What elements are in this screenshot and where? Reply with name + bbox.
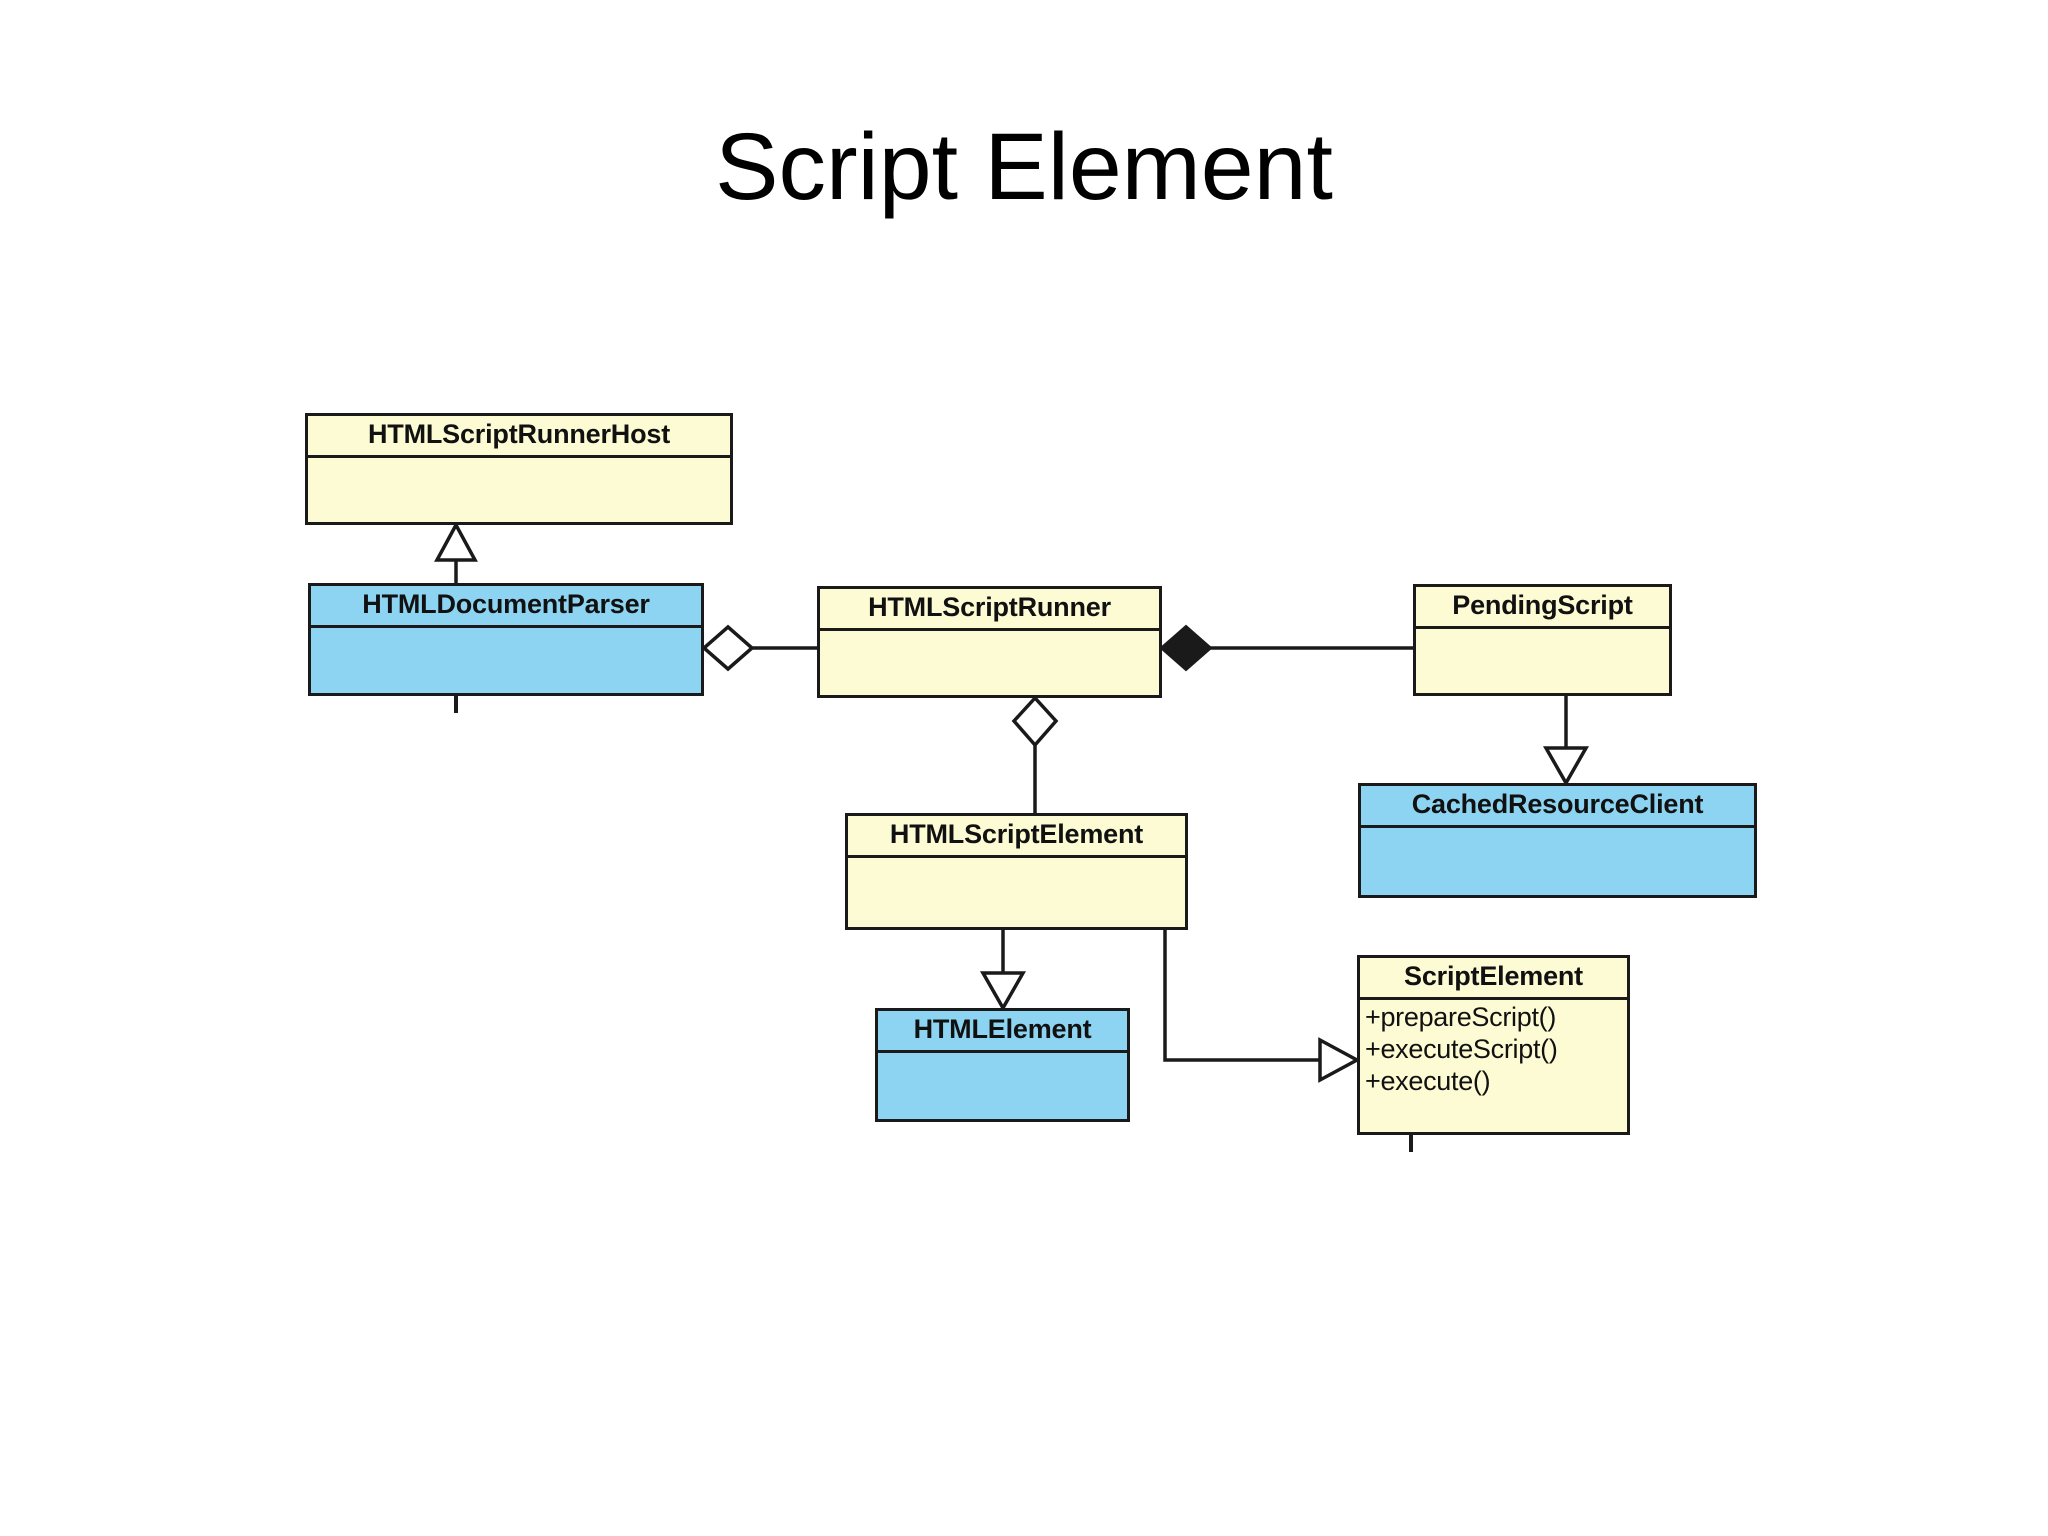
class-members-html-document-parser xyxy=(311,628,701,693)
edge-parser-aggregates-runner xyxy=(701,624,818,672)
class-box-script-element[interactable]: ScriptElement +prepareScript() +executeS… xyxy=(1357,955,1630,1135)
class-name-pending-script: PendingScript xyxy=(1416,587,1669,629)
class-box-html-element[interactable]: HTMLElement xyxy=(875,1008,1130,1122)
class-members-html-script-runner xyxy=(820,631,1159,695)
class-box-html-script-runner-host[interactable]: HTMLScriptRunnerHost xyxy=(305,413,733,525)
class-name-html-script-runner-host: HTMLScriptRunnerHost xyxy=(308,416,730,458)
class-box-html-document-parser[interactable]: HTMLDocumentParser xyxy=(308,583,704,696)
edge-parser-inherits-runnerhost xyxy=(434,521,478,583)
edge-runner-aggregates-scriptelement xyxy=(1011,695,1059,813)
class-members-html-script-element xyxy=(848,858,1185,927)
class-box-html-script-element[interactable]: HTMLScriptElement xyxy=(845,813,1188,930)
class-name-html-script-runner: HTMLScriptRunner xyxy=(820,589,1159,631)
class-box-cached-resource-client[interactable]: CachedResourceClient xyxy=(1358,783,1757,898)
class-member-execute-script: +executeScript() xyxy=(1365,1033,1558,1064)
class-members-script-element: +prepareScript() +executeScript() +execu… xyxy=(1360,1000,1627,1132)
class-box-pending-script[interactable]: PendingScript xyxy=(1413,584,1672,696)
class-member-execute: +execute() xyxy=(1365,1065,1491,1096)
edge-runner-composes-pendingscript xyxy=(1159,624,1413,672)
class-members-html-script-runner-host xyxy=(308,458,730,522)
edge-htmlscriptelement-implements-scriptelement xyxy=(1163,930,1361,1083)
class-name-script-element: ScriptElement xyxy=(1360,958,1627,1000)
class-members-cached-resource-client xyxy=(1361,828,1754,895)
class-box-html-script-runner[interactable]: HTMLScriptRunner xyxy=(817,586,1162,698)
edge-htmlscriptelement-inherits-htmlelement xyxy=(979,930,1027,1012)
class-name-cached-resource-client: CachedResourceClient xyxy=(1361,786,1754,828)
class-members-html-element xyxy=(878,1053,1127,1119)
class-member-prepare-script: +prepareScript() xyxy=(1365,1002,1557,1032)
class-name-html-element: HTMLElement xyxy=(878,1011,1127,1053)
class-name-html-script-element: HTMLScriptElement xyxy=(848,816,1185,858)
class-members-pending-script xyxy=(1416,629,1669,693)
class-name-html-document-parser: HTMLDocumentParser xyxy=(311,586,701,628)
page-title: Script Element xyxy=(715,114,1333,220)
edge-pendingscript-implements-cachedresourceclient xyxy=(1542,696,1590,787)
